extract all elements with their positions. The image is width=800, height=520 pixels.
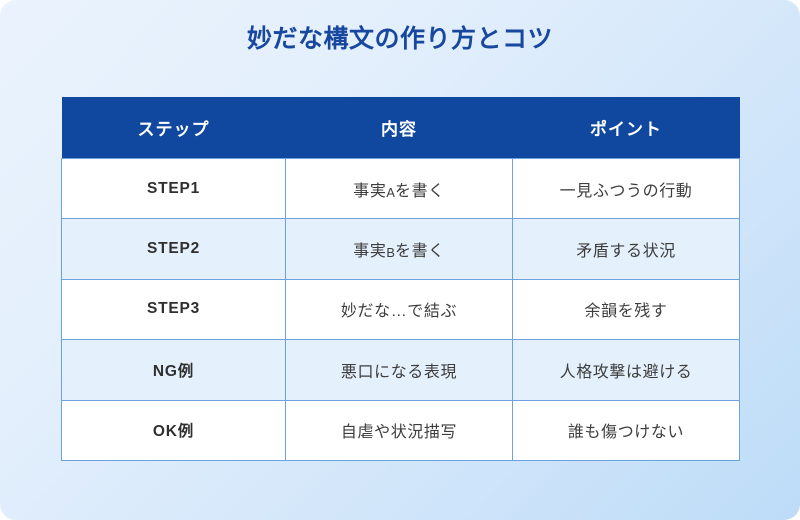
column-header-step: ステップ (61, 97, 286, 159)
cell-content: 悪口になる表現 (285, 339, 513, 401)
table-row: STEP3 妙だな…で結ぶ 余韻を残す (61, 278, 740, 341)
cell-point: 矛盾する状況 (512, 218, 740, 280)
table-row: NG例 悪口になる表現 人格攻撃は避ける (61, 339, 740, 401)
column-header-point: ポイント (512, 97, 740, 159)
cell-content: 事実Aを書く (285, 157, 513, 220)
table-header-row: ステップ 内容 ポイント (61, 97, 740, 159)
steps-table-container: ステップ 内容 ポイント STEP1 事実Aを書く 一見ふつうの行動 STEP2… (61, 97, 740, 461)
column-header-content: 内容 (285, 97, 513, 159)
cell-step: NG例 (61, 339, 286, 401)
page-title: 妙だな構文の作り方とコツ (246, 25, 553, 53)
table-row: STEP2 事実Bを書く 矛盾する状況 (61, 218, 740, 280)
cell-step: STEP2 (61, 218, 286, 280)
cell-point: 余韻を残す (512, 278, 740, 341)
cell-step: STEP1 (61, 157, 286, 220)
cell-step: STEP3 (61, 278, 286, 341)
steps-table: ステップ 内容 ポイント STEP1 事実Aを書く 一見ふつうの行動 STEP2… (61, 97, 740, 461)
cell-content: 自虐や状況描写 (285, 399, 513, 461)
table-row: OK例 自虐や状況描写 誰も傷つけない (61, 399, 740, 461)
cell-content: 妙だな…で結ぶ (285, 278, 513, 341)
cell-point: 誰も傷つけない (512, 399, 740, 461)
cell-step: OK例 (61, 399, 286, 461)
table-header: ステップ 内容 ポイント (61, 97, 740, 159)
cell-point: 人格攻撃は避ける (512, 339, 740, 401)
cell-content: 事実Bを書く (285, 218, 513, 280)
table-row: STEP1 事実Aを書く 一見ふつうの行動 (61, 157, 740, 220)
cell-point: 一見ふつうの行動 (512, 157, 740, 220)
table-body: STEP1 事実Aを書く 一見ふつうの行動 STEP2 事実Bを書く 矛盾する状… (61, 157, 740, 461)
